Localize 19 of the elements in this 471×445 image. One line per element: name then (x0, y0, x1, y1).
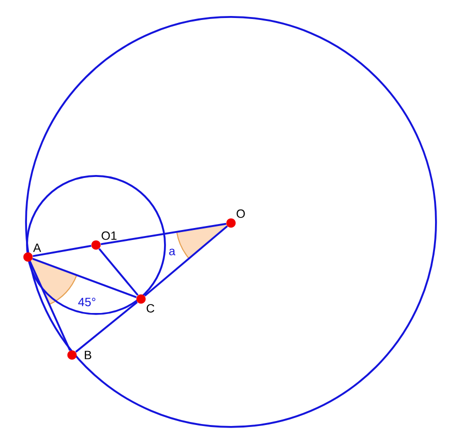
line-segment (144, 225, 228, 297)
line-segment (32, 258, 137, 298)
node-label: O (236, 209, 245, 218)
point: B (67, 350, 92, 360)
line-segment (75, 301, 138, 353)
line-segment (32, 244, 92, 258)
node-label: B (84, 350, 92, 360)
point: O (226, 209, 245, 228)
node-label: O1 (102, 231, 117, 240)
line-segment (100, 222, 226, 246)
line-segment (98, 248, 139, 296)
angle-label: 45° (78, 298, 96, 306)
node-label: A (33, 244, 42, 252)
node-label: C (146, 304, 154, 313)
angle-label: a (169, 248, 176, 256)
point: A (23, 244, 42, 262)
point: O1 (91, 231, 117, 250)
point: C (136, 294, 154, 313)
line-segment (29, 261, 71, 351)
